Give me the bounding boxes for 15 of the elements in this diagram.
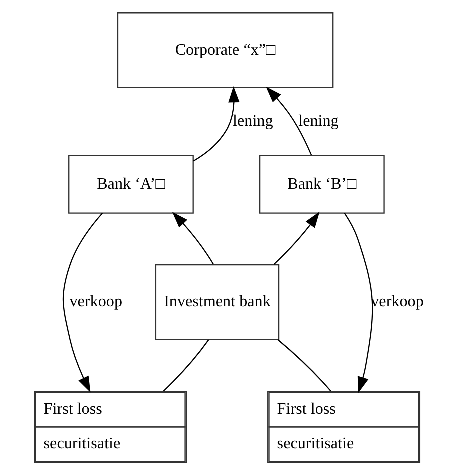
node-box: Investment bank [155,264,280,340]
connector [163,340,210,392]
arrow [344,212,374,394]
node-box: Bank ‘B’□ [259,155,385,214]
edge-label: lening [298,113,339,130]
arrow [274,212,320,266]
arrow [62,213,104,393]
node-box: Corporate “x”□ [117,12,334,88]
node-box: Bank ‘A’□ [68,155,194,214]
connector [278,340,332,392]
arrow [172,212,214,265]
arrow [266,86,312,156]
edge-label: lening [233,113,274,130]
arrow [193,86,240,162]
edge-label: verkoop [70,294,123,311]
